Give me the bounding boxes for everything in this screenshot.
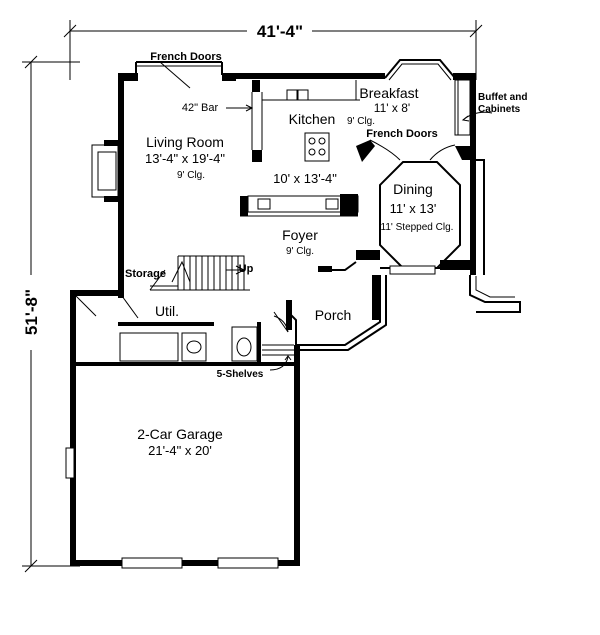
depth-dimension: 51'-8" xyxy=(22,55,80,573)
garage-name: 2-Car Garage xyxy=(137,426,223,442)
room-labels: French Doors 42" Bar Living Room 13'-4" … xyxy=(125,51,527,458)
foyer-name: Foyer xyxy=(282,227,318,243)
kitchen-ceiling: 9' Clg. xyxy=(347,116,375,127)
living-room-ceiling: 9' Clg. xyxy=(177,170,205,181)
dining-size: 11' x 13' xyxy=(390,201,437,216)
kitchen-name: Kitchen xyxy=(289,111,336,127)
breakfast-size: 11' x 8' xyxy=(374,101,410,115)
stair-up-label: Up xyxy=(239,263,254,275)
width-label: 41'-4" xyxy=(257,22,303,41)
bar-label: 42" Bar xyxy=(182,102,219,114)
util-label: Util. xyxy=(155,303,179,319)
shelves-label: 5-Shelves xyxy=(217,369,264,380)
width-dimension: 41'-4" xyxy=(63,20,483,80)
living-room-size: 13'-4" x 19'-4" xyxy=(145,151,225,166)
buffet-label-line1: Buffet and xyxy=(478,92,527,103)
french-doors-top-label: French Doors xyxy=(150,51,222,63)
dining-ceiling: 11' Stepped Clg. xyxy=(381,222,454,233)
foyer-ceiling: 9' Clg. xyxy=(286,246,314,257)
storage-label: Storage xyxy=(125,268,166,280)
garage-walls xyxy=(65,290,300,569)
center-room-size: 10' x 13'-4" xyxy=(273,171,337,186)
french-doors-dining-label: French Doors xyxy=(366,128,438,140)
interior-walls xyxy=(149,80,493,371)
porch-label: Porch xyxy=(315,307,352,323)
breakfast-name: Breakfast xyxy=(359,85,418,101)
exterior-walls xyxy=(91,59,521,313)
dining-name: Dining xyxy=(393,181,433,197)
buffet-label-line2: Cabinets xyxy=(478,104,521,115)
living-room-name: Living Room xyxy=(146,134,224,150)
depth-label: 51'-8" xyxy=(22,289,41,335)
garage-size: 21'-4" x 20' xyxy=(148,443,212,458)
